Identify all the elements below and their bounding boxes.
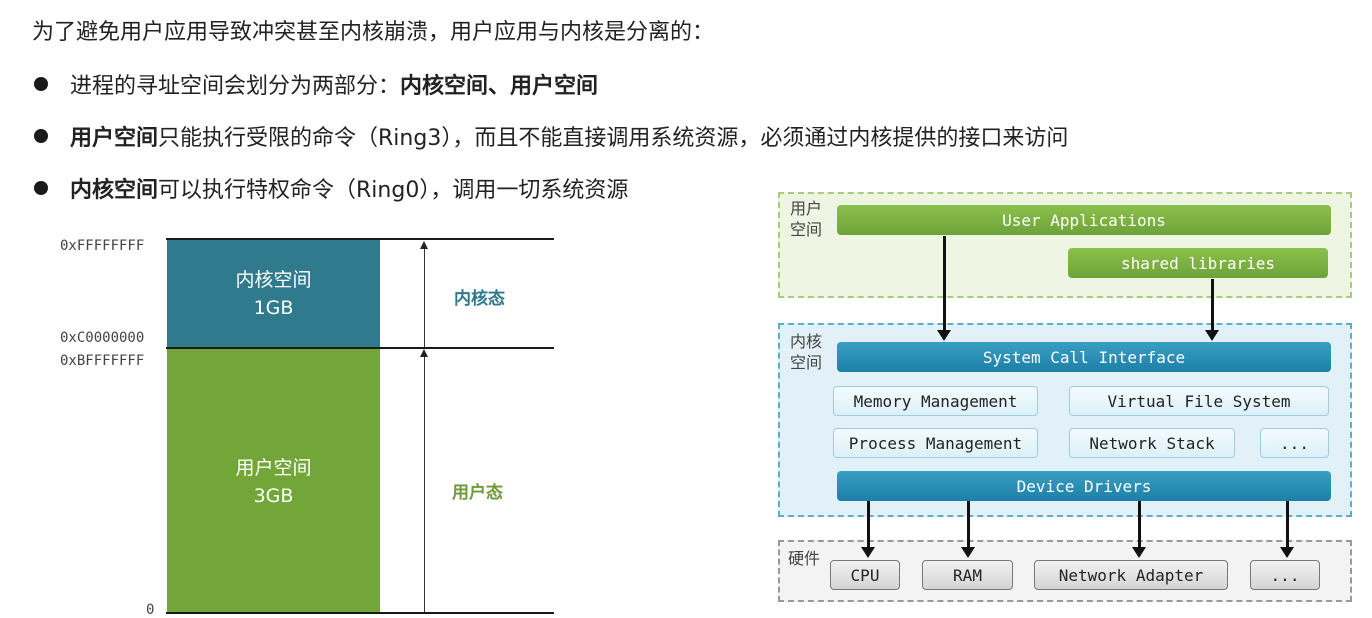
bullet-bold: 内核空间	[70, 178, 159, 203]
virtual-file-system-box: Virtual File System	[1069, 386, 1329, 416]
arrow-down-icon	[1205, 330, 1219, 341]
user-zone-label: 用户空间	[790, 199, 823, 239]
drivers-to-ram-line	[967, 501, 970, 548]
bullet-dot-icon	[34, 129, 48, 143]
user-space-block: 用户空间 3GB	[167, 349, 380, 614]
kernel-zone-label: 内核空间	[790, 332, 823, 372]
addr-zero: 0	[146, 602, 155, 618]
shared-libraries-box: shared libraries	[1068, 248, 1328, 278]
hardware-more-box: ...	[1250, 560, 1320, 590]
kernel-range-line	[424, 246, 425, 347]
kernel-mode-label: 内核态	[454, 289, 505, 309]
arrow-down-icon	[1280, 547, 1294, 558]
boundary-middle-line	[166, 347, 554, 349]
bullet-rest: 可以执行特权命令（Ring0），调用一切系统资源	[158, 178, 629, 203]
network-adapter-box: Network Adapter	[1034, 560, 1228, 590]
arrow-up-icon	[420, 349, 428, 357]
bullet-text: 进程的寻址空间会划分为两部分：	[70, 74, 401, 99]
drivers-to-hardware-more-line	[1286, 501, 1289, 548]
process-management-box: Process Management	[833, 428, 1038, 458]
arrow-down-icon	[961, 547, 975, 558]
drivers-to-network-adapter-line	[1138, 501, 1141, 548]
ram-box: RAM	[922, 560, 1013, 590]
arrow-down-icon	[937, 330, 951, 341]
system-call-interface-box: System Call Interface	[837, 342, 1331, 372]
bullet-rest: 只能执行受限的命令（Ring3），而且不能直接调用系统资源，必须通过内核提供的接…	[158, 126, 1069, 151]
bullet-user-space: 用户空间只能执行受限的命令（Ring3），而且不能直接调用系统资源，必须通过内核…	[32, 120, 1068, 152]
apps-to-syscall-line	[943, 236, 946, 331]
memory-management-box: Memory Management	[833, 386, 1038, 416]
network-stack-box: Network Stack	[1069, 428, 1235, 458]
boundary-top-line	[166, 238, 554, 240]
addr-user-end: 0xBFFFFFFF	[60, 353, 145, 369]
user-applications-box: User Applications	[837, 205, 1331, 235]
user-mode-label: 用户态	[452, 483, 503, 503]
user-space-size: 3GB	[253, 484, 294, 507]
drivers-to-cpu-line	[867, 501, 870, 548]
user-space-name: 用户空间	[235, 456, 312, 479]
cpu-box: CPU	[830, 560, 900, 590]
kernel-space-name: 内核空间	[235, 269, 312, 291]
arrow-down-icon	[861, 547, 875, 558]
kernel-space-size: 1GB	[253, 297, 294, 319]
kernel-more-box: ...	[1260, 428, 1329, 458]
intro-text: 为了避免用户应用导致冲突甚至内核崩溃，用户应用与内核是分离的：	[32, 20, 715, 45]
bullet-kernel-space: 内核空间可以执行特权命令（Ring0），调用一切系统资源	[32, 172, 628, 204]
bullet-bold: 用户空间	[70, 126, 159, 151]
device-drivers-box: Device Drivers	[837, 471, 1331, 501]
libs-to-syscall-line	[1211, 279, 1214, 331]
user-range-line	[424, 355, 425, 612]
bullet-dot-icon	[34, 181, 48, 195]
arrow-down-icon	[1132, 547, 1146, 558]
boundary-bottom-line	[166, 612, 554, 614]
addr-kernel-start: 0xC0000000	[60, 330, 145, 346]
kernel-space-block: 内核空间 1GB	[167, 240, 380, 348]
bullet-dot-icon	[34, 77, 48, 91]
bullet-address-space: 进程的寻址空间会划分为两部分：内核空间、用户空间	[32, 68, 598, 100]
addr-top: 0xFFFFFFFF	[60, 238, 145, 254]
arrow-up-icon	[420, 241, 428, 249]
bullet-bold: 内核空间、用户空间	[400, 74, 599, 99]
hardware-zone-label: 硬件	[788, 549, 821, 568]
